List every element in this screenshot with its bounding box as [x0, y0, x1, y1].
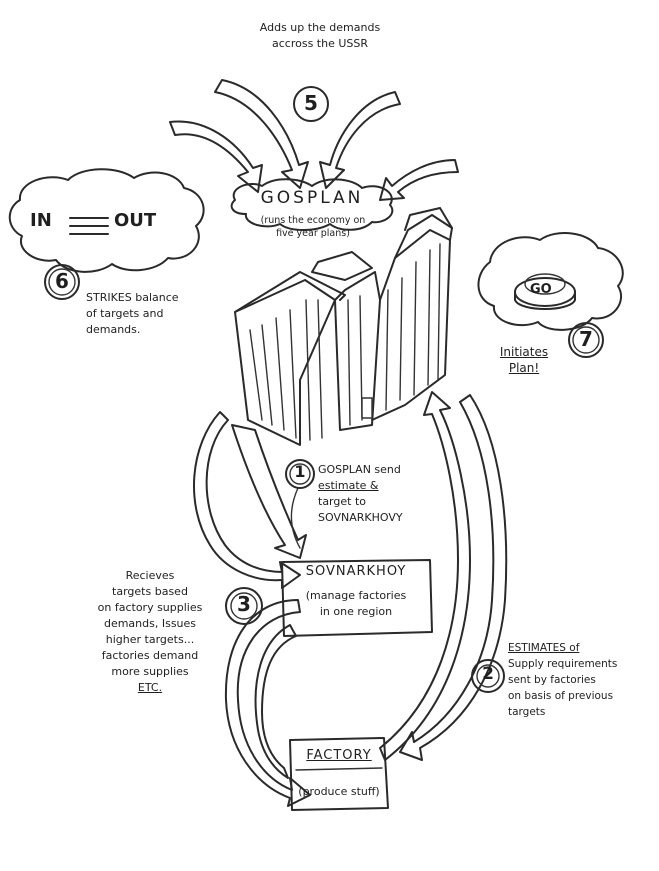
- gosplan-title: GOSPLAN: [232, 190, 392, 206]
- step-3-note-line-7: more supplies: [80, 664, 220, 680]
- gosplan-subtitle-line-1: (runs the economy on: [228, 214, 398, 227]
- step-3-note-line-1: Recieves: [80, 568, 220, 584]
- step-3-number: 3: [229, 592, 259, 616]
- step-1-note-line-2: estimate &: [318, 478, 403, 494]
- gosplan-subtitle-line-2: five year plans): [228, 227, 398, 240]
- step-6-number: 6: [47, 269, 77, 293]
- balance-note-line-3: demands.: [86, 322, 179, 338]
- factory-subtitle: (produce stuff): [284, 784, 394, 800]
- step-1-note-line-1: GOSPLAN send: [318, 462, 403, 478]
- out-label: OUT: [114, 213, 156, 229]
- go-label: GO: [530, 282, 552, 298]
- step-2-note-line-1: ESTIMATES of: [508, 640, 617, 656]
- step-3-note-line-5: higher targets...: [80, 632, 220, 648]
- sovnarkhoy-subtitle-line-2: in one region: [286, 604, 426, 620]
- step-2-note: ESTIMATES of Supply requirements sent by…: [508, 640, 617, 720]
- step-3-note-line-4: demands, Issues: [80, 616, 220, 632]
- go-note-line-2: Plan!: [484, 360, 564, 376]
- step-2-note-line-2: Supply requirements: [508, 656, 617, 672]
- step-3-note-line-8: ETC.: [80, 680, 220, 696]
- step-5-number: 5: [296, 91, 326, 115]
- sovnarkhoy-title: SOVNARKHOY: [286, 564, 426, 580]
- arrow-into-gosplan-3: [320, 92, 400, 188]
- arrow-3-sovnarkhoy-to-factory: [226, 600, 310, 806]
- equals-sign: [70, 218, 108, 234]
- step-1-number: 1: [285, 462, 315, 481]
- step-2-note-line-5: targets: [508, 704, 617, 720]
- step-7-number: 7: [571, 327, 601, 351]
- step-3-note-line-2: targets based: [80, 584, 220, 600]
- step-3-note-line-6: factories demand: [80, 648, 220, 664]
- gosplan-subtitle: (runs the economy on five year plans): [228, 214, 398, 240]
- step-3-note-line-3: on factory supplies: [80, 600, 220, 616]
- sovnarkhoy-subtitle: (manage factories in one region: [286, 588, 426, 620]
- factory-title: FACTORY: [292, 748, 386, 764]
- balance-note: STRIKES balance of targets and demands.: [86, 290, 179, 338]
- gosplan-building: [235, 208, 452, 445]
- go-note: Initiates Plan!: [484, 344, 564, 376]
- top-note-line-2: accross the USSR: [210, 36, 430, 52]
- step-1-note-line-3: target to: [318, 494, 403, 510]
- arrow-into-gosplan-1: [170, 122, 262, 192]
- step-1-note-line-4: SOVNARKHOVY: [318, 510, 403, 526]
- top-note: Adds up the demands accross the USSR: [210, 20, 430, 52]
- top-note-line-1: Adds up the demands: [210, 20, 430, 36]
- sovnarkhoy-subtitle-line-1: (manage factories: [286, 588, 426, 604]
- step-3-note: Recieves targets based on factory suppli…: [80, 568, 220, 696]
- in-label: IN: [30, 213, 52, 229]
- step-2-note-line-3: sent by factories: [508, 672, 617, 688]
- balance-note-line-1: STRIKES balance: [86, 290, 179, 306]
- step-2-note-line-4: on basis of previous: [508, 688, 617, 704]
- step-2-number: 2: [473, 664, 503, 684]
- go-note-line-1: Initiates: [484, 344, 564, 360]
- balance-note-line-2: of targets and: [86, 306, 179, 322]
- step-1-note: GOSPLAN send estimate & target to SOVNAR…: [318, 462, 403, 526]
